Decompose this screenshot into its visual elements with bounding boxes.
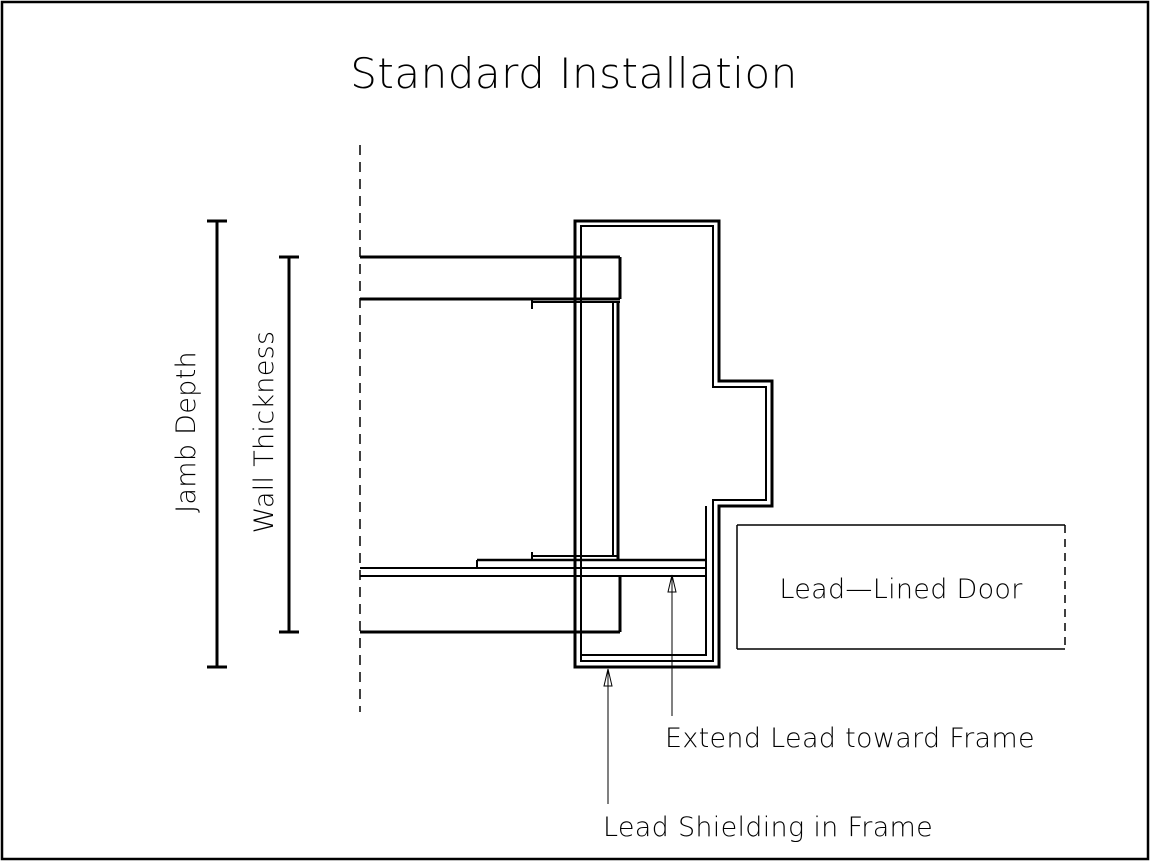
lead-shielding-leader bbox=[603, 668, 613, 804]
wall-thickness-label: Wall Thickness bbox=[249, 331, 280, 534]
jamb-depth-dimension bbox=[207, 219, 227, 669]
door-frame bbox=[573, 219, 774, 669]
frame-inner-liner bbox=[581, 506, 707, 656]
drawing-title: Standard Installation bbox=[350, 49, 798, 98]
lead-lined-door bbox=[736, 524, 1066, 650]
wall-stud bbox=[612, 302, 620, 560]
wall-bottom-panel bbox=[360, 552, 706, 634]
extend-lead-label: Extend Lead toward Frame bbox=[665, 723, 1035, 754]
door-label: Lead—Lined Door bbox=[779, 574, 1023, 605]
lead-shielding-lining bbox=[580, 225, 767, 662]
wall-thickness-dimension bbox=[279, 255, 299, 634]
extend-lead-leader bbox=[667, 574, 677, 716]
lead-shielding-label: Lead Shielding in Frame bbox=[603, 812, 933, 843]
jamb-depth-label: Jamb Depth bbox=[171, 351, 202, 513]
